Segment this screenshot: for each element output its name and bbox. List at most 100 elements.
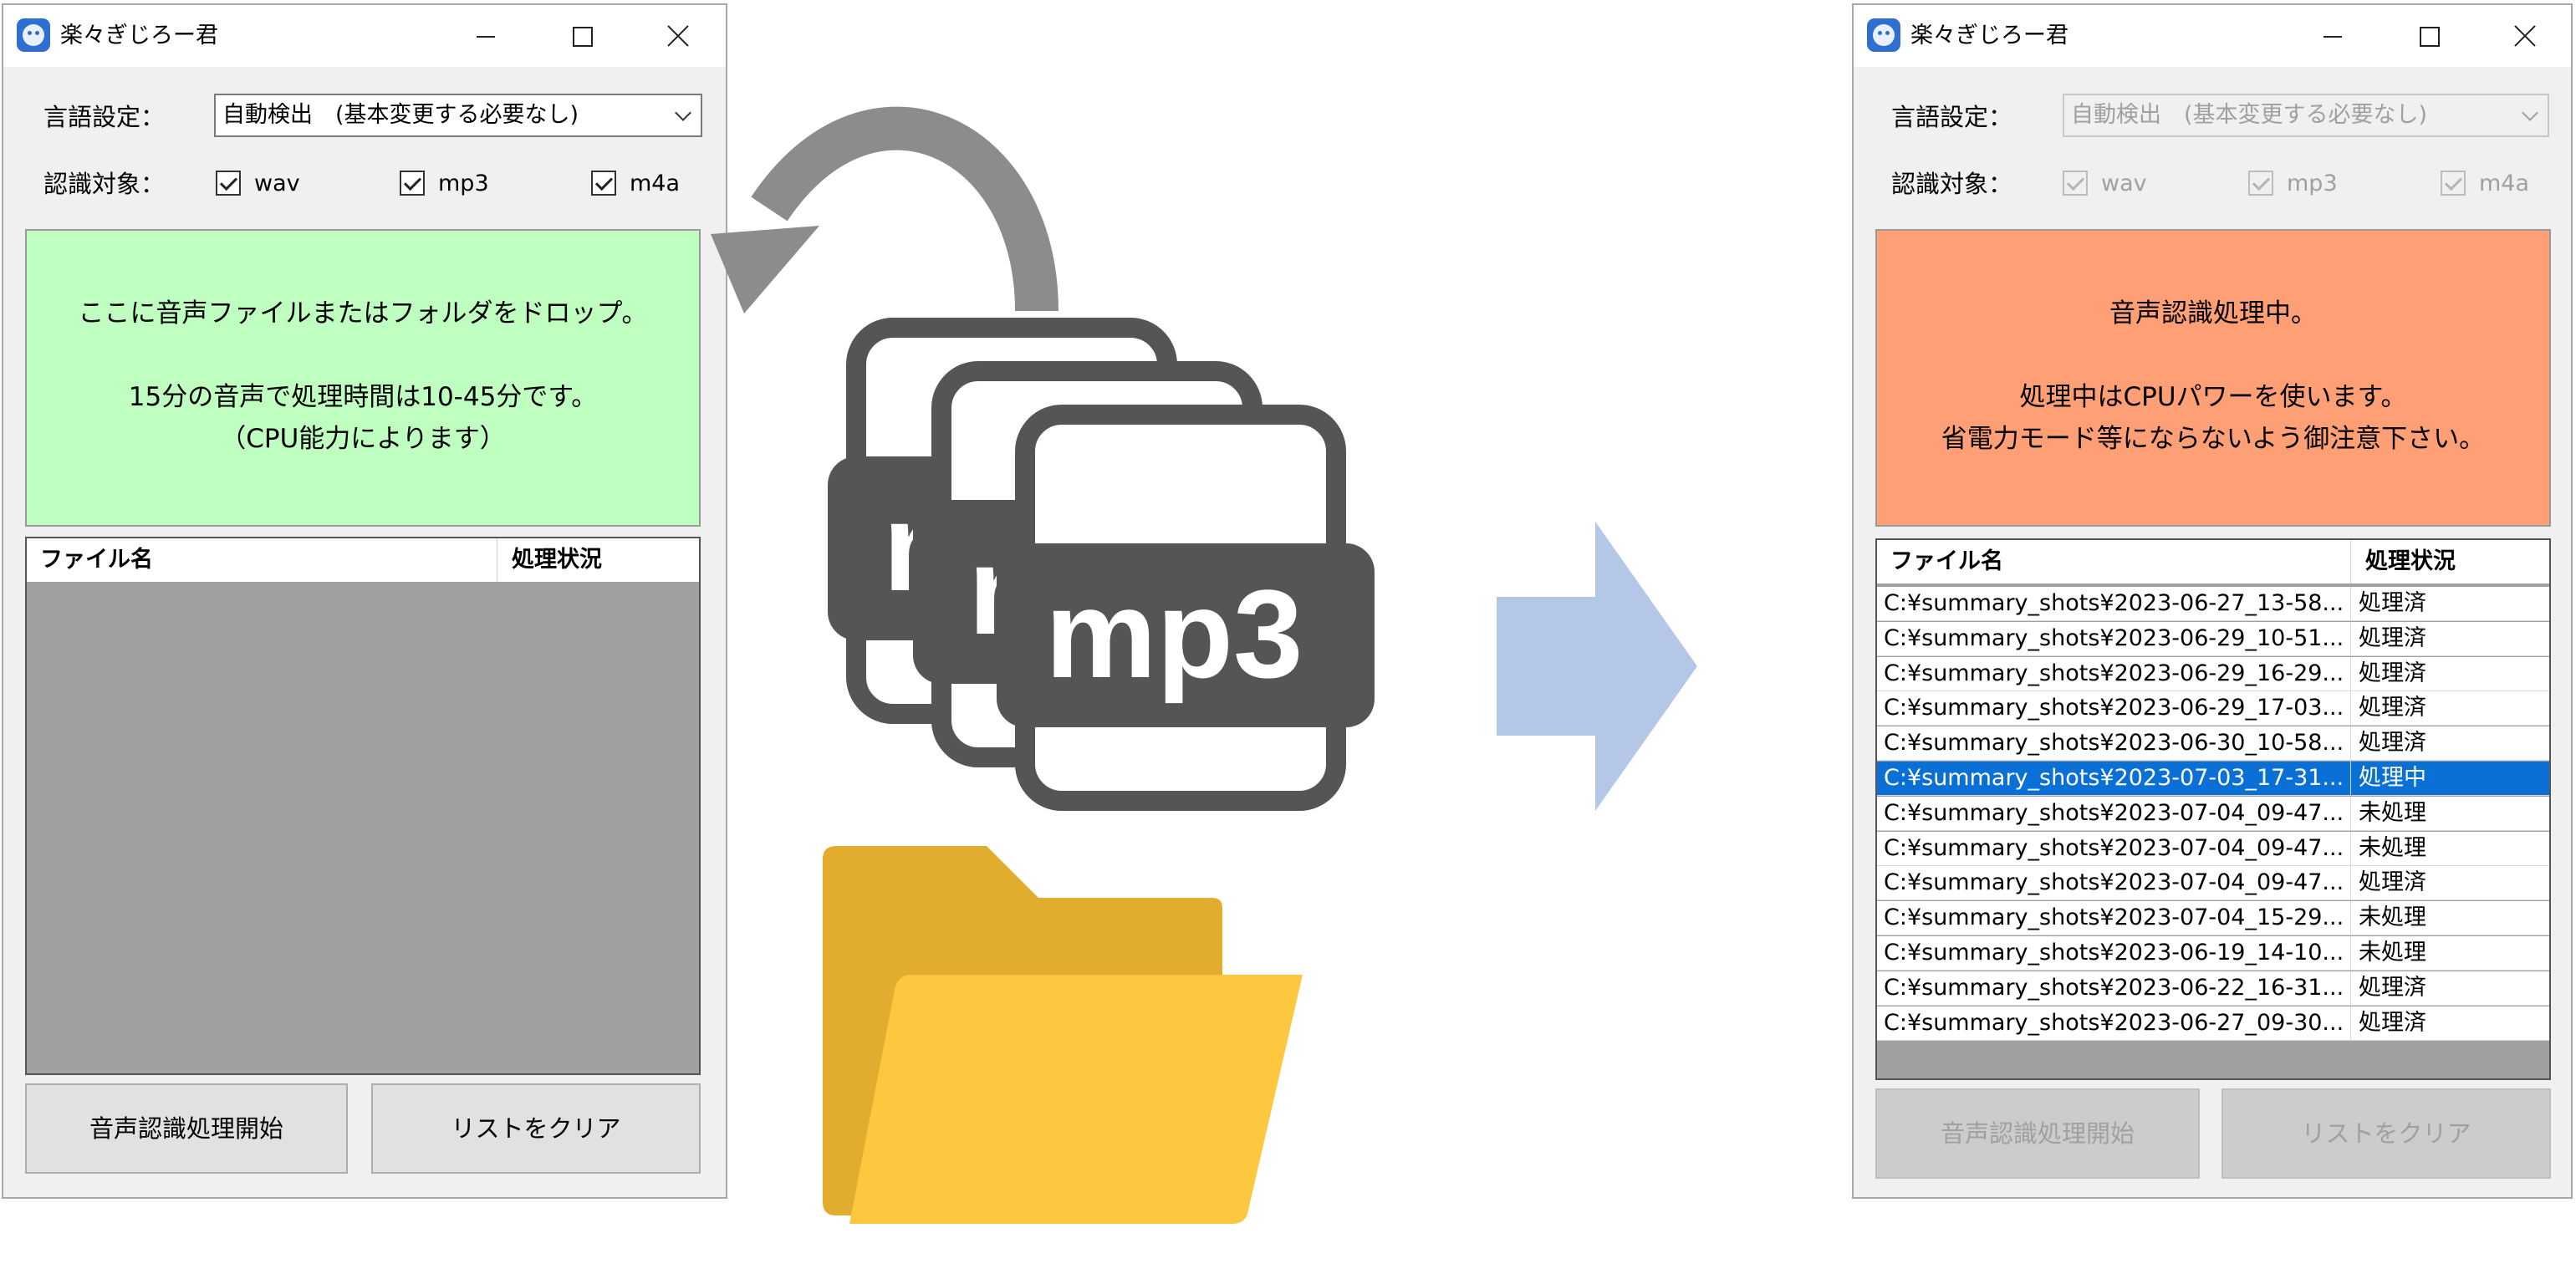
status-cell: 未処理: [2359, 834, 2426, 861]
status-cell: 処理済: [2359, 1009, 2426, 1036]
drop-zone-text: （CPU能力によります）: [220, 424, 506, 454]
table-row[interactable]: C:¥summary_shots¥2023-07-04_09-47... 処理済: [1877, 866, 2549, 901]
status-cell: 処理済: [2359, 730, 2426, 757]
clear-list-button[interactable]: リストをクリア: [2221, 1088, 2551, 1179]
title-bar[interactable]: 楽々ぎじろー君: [1854, 5, 2571, 67]
close-icon[interactable]: [654, 12, 702, 60]
title-bar[interactable]: 楽々ぎじろー君: [3, 5, 726, 67]
file-path-cell: C:¥summary_shots¥2023-07-04_09-47...: [1884, 799, 2344, 826]
folder-icon: [823, 846, 1303, 1224]
drop-zone-text: ここに音声ファイルまたはフォルダをドロップ。: [78, 298, 648, 329]
table-row[interactable]: C:¥summary_shots¥2023-06-29_16-29... 処理済: [1877, 656, 2549, 691]
table-row[interactable]: C:¥summary_shots¥2023-06-27_09-30... 処理済: [1877, 1006, 2549, 1041]
file-path-cell: C:¥summary_shots¥2023-07-03_17-31...: [1884, 765, 2344, 791]
table-row[interactable]: C:¥summary_shots¥2023-06-29_17-03... 処理済: [1877, 691, 2549, 726]
target-label: 認識対象：: [1891, 170, 2013, 198]
file-path-cell: C:¥summary_shots¥2023-06-27_09-30...: [1884, 1009, 2344, 1036]
mp3-checkbox-label: mp3: [2287, 171, 2338, 196]
target-label: 認識対象：: [43, 170, 166, 198]
window-title: 楽々ぎじろー君: [1910, 23, 2068, 48]
status-cell: 処理中: [2359, 765, 2426, 791]
start-recognition-button[interactable]: 音声認識処理開始: [1875, 1088, 2200, 1179]
file-path-cell: C:¥summary_shots¥2023-06-30_10-58...: [1884, 730, 2344, 757]
file-path-cell: C:¥summary_shots¥2023-06-22_16-31...: [1884, 974, 2344, 1001]
table-row[interactable]: C:¥summary_shots¥2023-07-03_17-31... 処理中: [1877, 762, 2549, 796]
status-text: 音声認識処理中。: [2109, 298, 2317, 329]
drop-zone-text: [27, 334, 699, 376]
file-list-header: ファイル名 処理状況: [27, 538, 699, 582]
file-list[interactable]: ファイル名 処理状況: [25, 537, 701, 1075]
status-cell: 処理済: [2359, 660, 2426, 686]
status-cell: 処理済: [2359, 695, 2426, 721]
file-badge-text: mp3: [1045, 563, 1303, 704]
mp3-checkbox[interactable]: [2248, 171, 2273, 196]
file-path-cell: C:¥summary_shots¥2023-07-04_09-47...: [1884, 834, 2344, 861]
table-row[interactable]: C:¥summary_shots¥2023-07-04_15-29... 未処理: [1877, 901, 2549, 936]
language-label: 言語設定：: [43, 103, 166, 131]
language-select[interactable]: 自動検出 (基本変更する必要なし): [2063, 94, 2549, 137]
processing-status-panel: 音声認識処理中。 処理中はCPUパワーを使います。 省電力モード等にならないよう…: [1875, 229, 2551, 527]
drop-arrow-icon: [711, 106, 1058, 313]
drop-zone[interactable]: ここに音声ファイルまたはフォルダをドロップ。 15分の音声で処理時間は10-45…: [25, 229, 701, 527]
column-header-status[interactable]: 処理状況: [2365, 548, 2456, 574]
file-path-cell: C:¥summary_shots¥2023-06-29_10-51...: [1884, 624, 2344, 651]
file-path-cell: C:¥summary_shots¥2023-07-04_15-29...: [1884, 905, 2344, 931]
maximize-icon[interactable]: [2405, 12, 2453, 60]
column-header-file[interactable]: ファイル名: [1890, 548, 2003, 574]
clear-list-button[interactable]: リストをクリア: [371, 1083, 701, 1174]
table-row[interactable]: C:¥summary_shots¥2023-06-19_14-10... 未処理: [1877, 936, 2549, 971]
file-path-cell: C:¥summary_shots¥2023-06-19_14-10...: [1884, 940, 2344, 966]
app-window-idle: 楽々ぎじろー君 言語設定： 自動検出 (基本変更する必要なし) 認識対象： wa…: [2, 3, 727, 1199]
wav-checkbox[interactable]: [216, 171, 241, 196]
mp3-checkbox[interactable]: [400, 171, 425, 196]
table-row[interactable]: C:¥summary_shots¥2023-06-29_10-51... 処理済: [1877, 621, 2549, 656]
status-text: 処理中はCPUパワーを使います。: [2019, 382, 2407, 412]
maximize-icon[interactable]: [558, 12, 606, 60]
status-cell: 処理済: [2359, 590, 2426, 616]
file-list[interactable]: ファイル名 処理状況 C:¥summary_shots¥2023-06-27_1…: [1875, 538, 2551, 1080]
app-logo-icon: [17, 18, 50, 52]
drop-zone-text: 15分の音声で処理時間は10-45分です。: [128, 382, 598, 412]
language-select-value: 自動検出 (基本変更する必要なし): [2071, 102, 2428, 128]
table-row[interactable]: C:¥summary_shots¥2023-06-22_16-31... 処理済: [1877, 971, 2549, 1006]
audio-files-icon: m m mp3: [828, 318, 1375, 811]
status-cell: 処理済: [2359, 869, 2426, 896]
status-cell: 未処理: [2359, 940, 2426, 966]
status-text: 省電力モード等にならないよう御注意下さい。: [1941, 424, 2486, 454]
file-path-cell: C:¥summary_shots¥2023-07-04_09-47...: [1884, 869, 2344, 896]
status-text: [1877, 334, 2549, 376]
app-window-processing: 楽々ぎじろー君 言語設定： 自動検出 (基本変更する必要なし) 認識対象： wa…: [1852, 3, 2573, 1199]
table-row[interactable]: C:¥summary_shots¥2023-06-30_10-58... 処理済: [1877, 726, 2549, 762]
table-row[interactable]: C:¥summary_shots¥2023-07-04_09-47... 未処理: [1877, 796, 2549, 831]
status-cell: 処理済: [2359, 624, 2426, 651]
file-list-header: ファイル名 処理状況: [1877, 540, 2549, 583]
language-select-value: 自動検出 (基本変更する必要なし): [222, 102, 579, 128]
chevron-down-icon: [2522, 104, 2538, 121]
flow-arrow-icon: [1497, 522, 1697, 811]
status-cell: 未処理: [2359, 905, 2426, 931]
minimize-icon[interactable]: [2308, 12, 2357, 60]
table-row[interactable]: C:¥summary_shots¥2023-06-27_13-58...処理済: [1877, 587, 2549, 621]
language-select[interactable]: 自動検出 (基本変更する必要なし): [214, 94, 702, 137]
status-cell: 未処理: [2359, 799, 2426, 826]
file-path-cell: C:¥summary_shots¥2023-06-29_17-03...: [1884, 695, 2344, 721]
minimize-icon[interactable]: [462, 12, 510, 60]
table-row[interactable]: C:¥summary_shots¥2023-07-04_09-47... 未処理: [1877, 831, 2549, 866]
wav-checkbox-label: wav: [2101, 171, 2147, 196]
language-label: 言語設定：: [1891, 103, 2013, 131]
status-cell: 処理済: [2359, 974, 2426, 1001]
m4a-checkbox-label: m4a: [2479, 171, 2530, 196]
column-header-file[interactable]: ファイル名: [40, 547, 153, 573]
wav-checkbox[interactable]: [2063, 171, 2088, 196]
column-header-status[interactable]: 処理状況: [512, 547, 602, 573]
m4a-checkbox[interactable]: [591, 171, 616, 196]
close-icon[interactable]: [2501, 12, 2549, 60]
mp3-checkbox-label: mp3: [438, 171, 489, 196]
start-recognition-button[interactable]: 音声認識処理開始: [25, 1083, 348, 1174]
m4a-checkbox[interactable]: [2441, 171, 2466, 196]
file-path-cell: C:¥summary_shots¥2023-06-29_16-29...: [1884, 660, 2344, 686]
m4a-checkbox-label: m4a: [630, 171, 681, 196]
wav-checkbox-label: wav: [254, 171, 300, 196]
window-title: 楽々ぎじろー君: [60, 23, 218, 48]
app-logo-icon: [1867, 18, 1900, 52]
